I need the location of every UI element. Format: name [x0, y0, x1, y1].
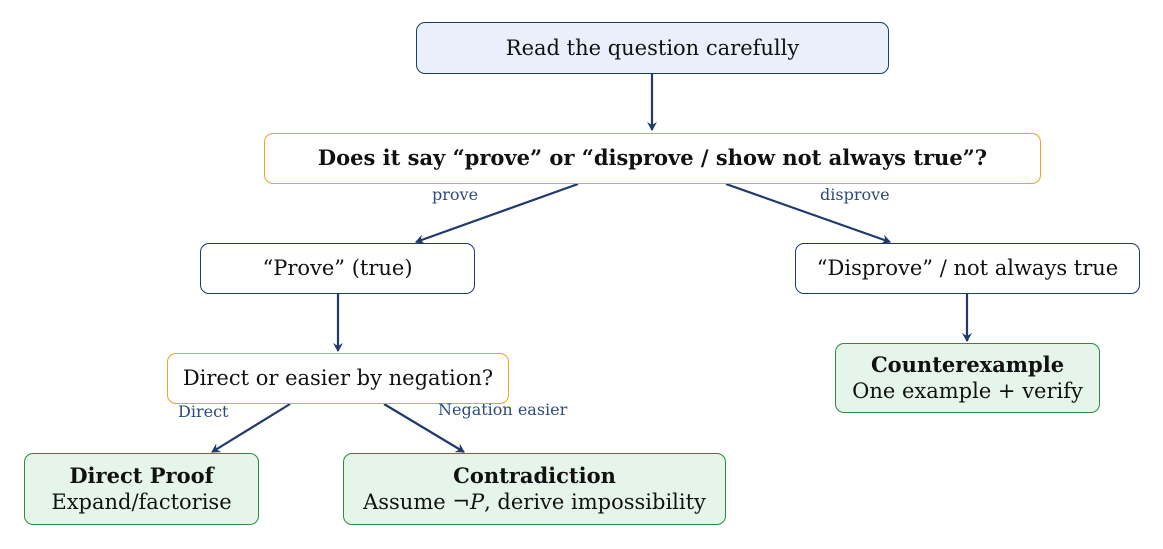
edge-label-prove: prove [432, 185, 479, 204]
contradiction-desc-suffix: , derive impossibility [484, 490, 706, 514]
prove-node: “Prove” (true) [200, 243, 475, 294]
direct-or-negation-decision: Direct or easier by negation? [167, 353, 509, 404]
arrow-decision1-to-disprove [725, 182, 891, 245]
edge-label-disprove: disprove [820, 185, 890, 204]
direct-proof-title: Direct Proof [69, 462, 214, 488]
contradiction-title: Contradiction [453, 462, 616, 488]
disprove-node: “Disprove” / not always true [795, 243, 1140, 294]
arrow-decision2-to-direct-proof [211, 403, 291, 453]
arrow-decision2-to-contradiction [383, 403, 465, 453]
contradiction-desc-variable: P [469, 490, 485, 514]
edge-label-negation-easier: Negation easier [438, 400, 568, 419]
decision1-label: Does it say “prove” or “disprove / show … [317, 145, 988, 171]
contradiction-node: Contradiction Assume ¬P, derive impossib… [343, 453, 726, 525]
decision2-label: Direct or easier by negation? [182, 366, 494, 391]
direct-proof-node: Direct Proof Expand/factorise [24, 453, 259, 525]
counterexample-desc: One example + verify [852, 379, 1083, 403]
start-node-label: Read the question carefully [505, 35, 800, 60]
contradiction-desc-prefix: Assume ¬ [363, 490, 470, 514]
prove-or-disprove-decision: Does it say “prove” or “disprove / show … [264, 133, 1041, 184]
prove-node-label: “Prove” (true) [262, 256, 413, 281]
arrow-decision1-to-prove [415, 182, 579, 245]
edge-label-direct: Direct [178, 402, 229, 421]
counterexample-title: Counterexample [870, 351, 1065, 377]
direct-proof-desc: Expand/factorise [51, 490, 232, 514]
counterexample-node: Counterexample One example + verify [835, 343, 1100, 413]
disprove-node-label: “Disprove” / not always true [816, 256, 1119, 281]
start-node: Read the question carefully [416, 22, 889, 74]
contradiction-desc: Assume ¬P, derive impossibility [363, 489, 706, 515]
